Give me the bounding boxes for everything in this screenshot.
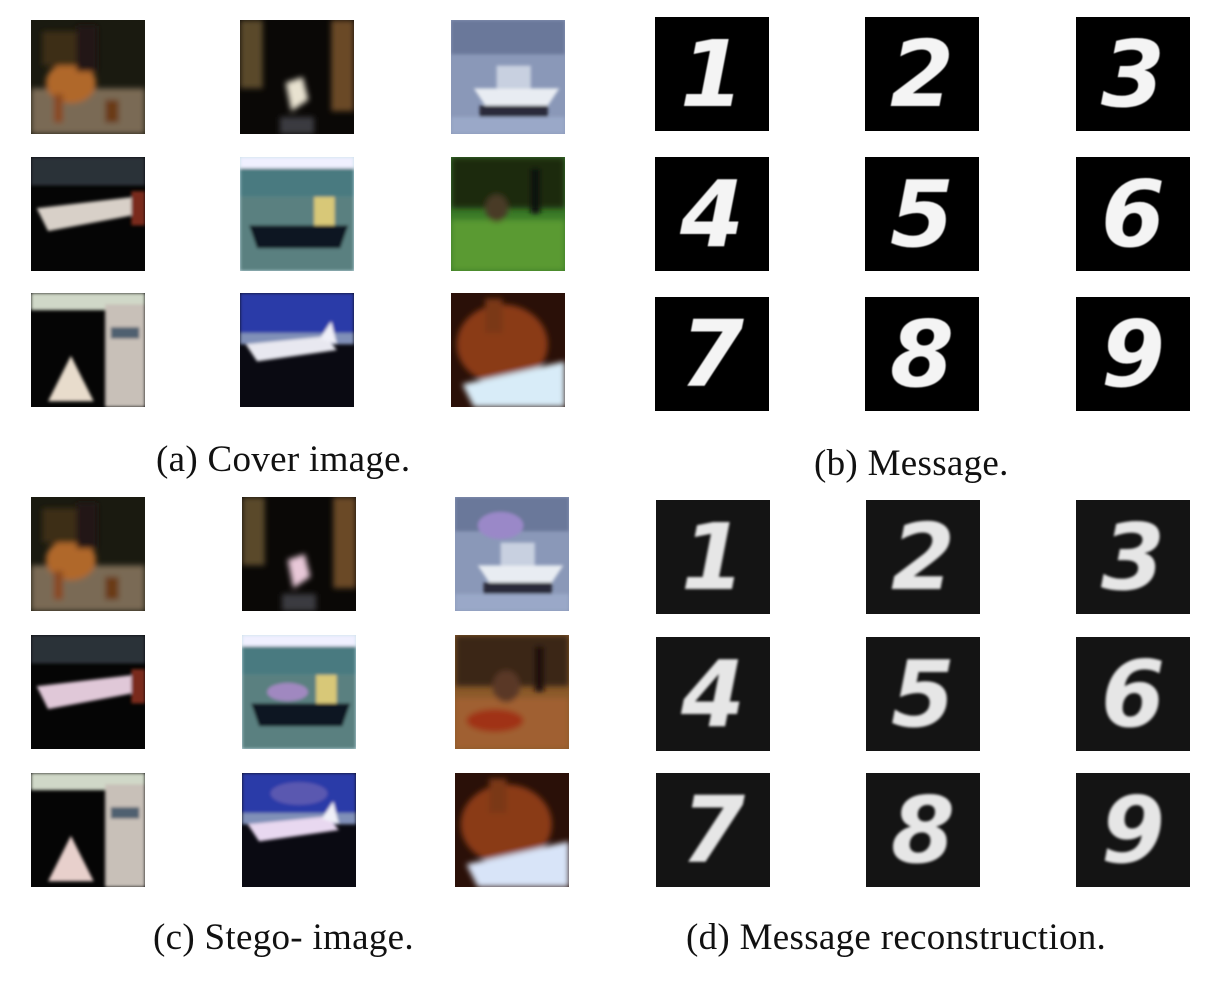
caption-cover-image: (a) Cover image. <box>156 439 411 480</box>
reconstruction-digit-7: 7 <box>656 773 770 887</box>
stego-horse-boat <box>455 773 569 887</box>
stego-horse-rider <box>31 497 145 611</box>
cover-plane <box>31 157 145 271</box>
message-digit-2: 2 <box>865 17 979 131</box>
reconstruction-digit-2: 2 <box>866 500 980 614</box>
message-digit-9: 9 <box>1076 297 1190 411</box>
message-digit-4: 4 <box>655 157 769 271</box>
cover-truck <box>31 293 145 407</box>
reconstruction-digit-6: 6 <box>1076 637 1190 751</box>
cover-horse-boat <box>451 293 565 407</box>
stego-truck <box>31 773 145 887</box>
message-digit-3: 3 <box>1076 17 1190 131</box>
message-digit-6: 6 <box>1076 157 1190 271</box>
message-digit-5: 5 <box>865 157 979 271</box>
cover-ship <box>240 157 354 271</box>
cover-horse-rider <box>31 20 145 134</box>
cover-deer <box>451 157 565 271</box>
stego-deer <box>455 635 569 749</box>
message-digit-1: 1 <box>655 17 769 131</box>
stego-ship <box>242 635 356 749</box>
stego-plane <box>31 635 145 749</box>
cover-airplane-blue <box>240 293 354 407</box>
stego-legs <box>242 497 356 611</box>
reconstruction-digit-5: 5 <box>866 637 980 751</box>
caption-stego-image: (c) Stego- image. <box>153 917 414 958</box>
reconstruction-digit-8: 8 <box>866 773 980 887</box>
caption-message-reconstruction: (d) Message reconstruction. <box>686 917 1107 958</box>
stego-airplane-blue <box>242 773 356 887</box>
reconstruction-digit-9: 9 <box>1076 773 1190 887</box>
caption-message: (b) Message. <box>814 443 1009 484</box>
message-digit-8: 8 <box>865 297 979 411</box>
message-digit-7: 7 <box>655 297 769 411</box>
reconstruction-digit-1: 1 <box>656 500 770 614</box>
cover-legs <box>240 20 354 134</box>
stego-boat <box>455 497 569 611</box>
cover-boat <box>451 20 565 134</box>
reconstruction-digit-4: 4 <box>656 637 770 751</box>
reconstruction-digit-3: 3 <box>1076 500 1190 614</box>
